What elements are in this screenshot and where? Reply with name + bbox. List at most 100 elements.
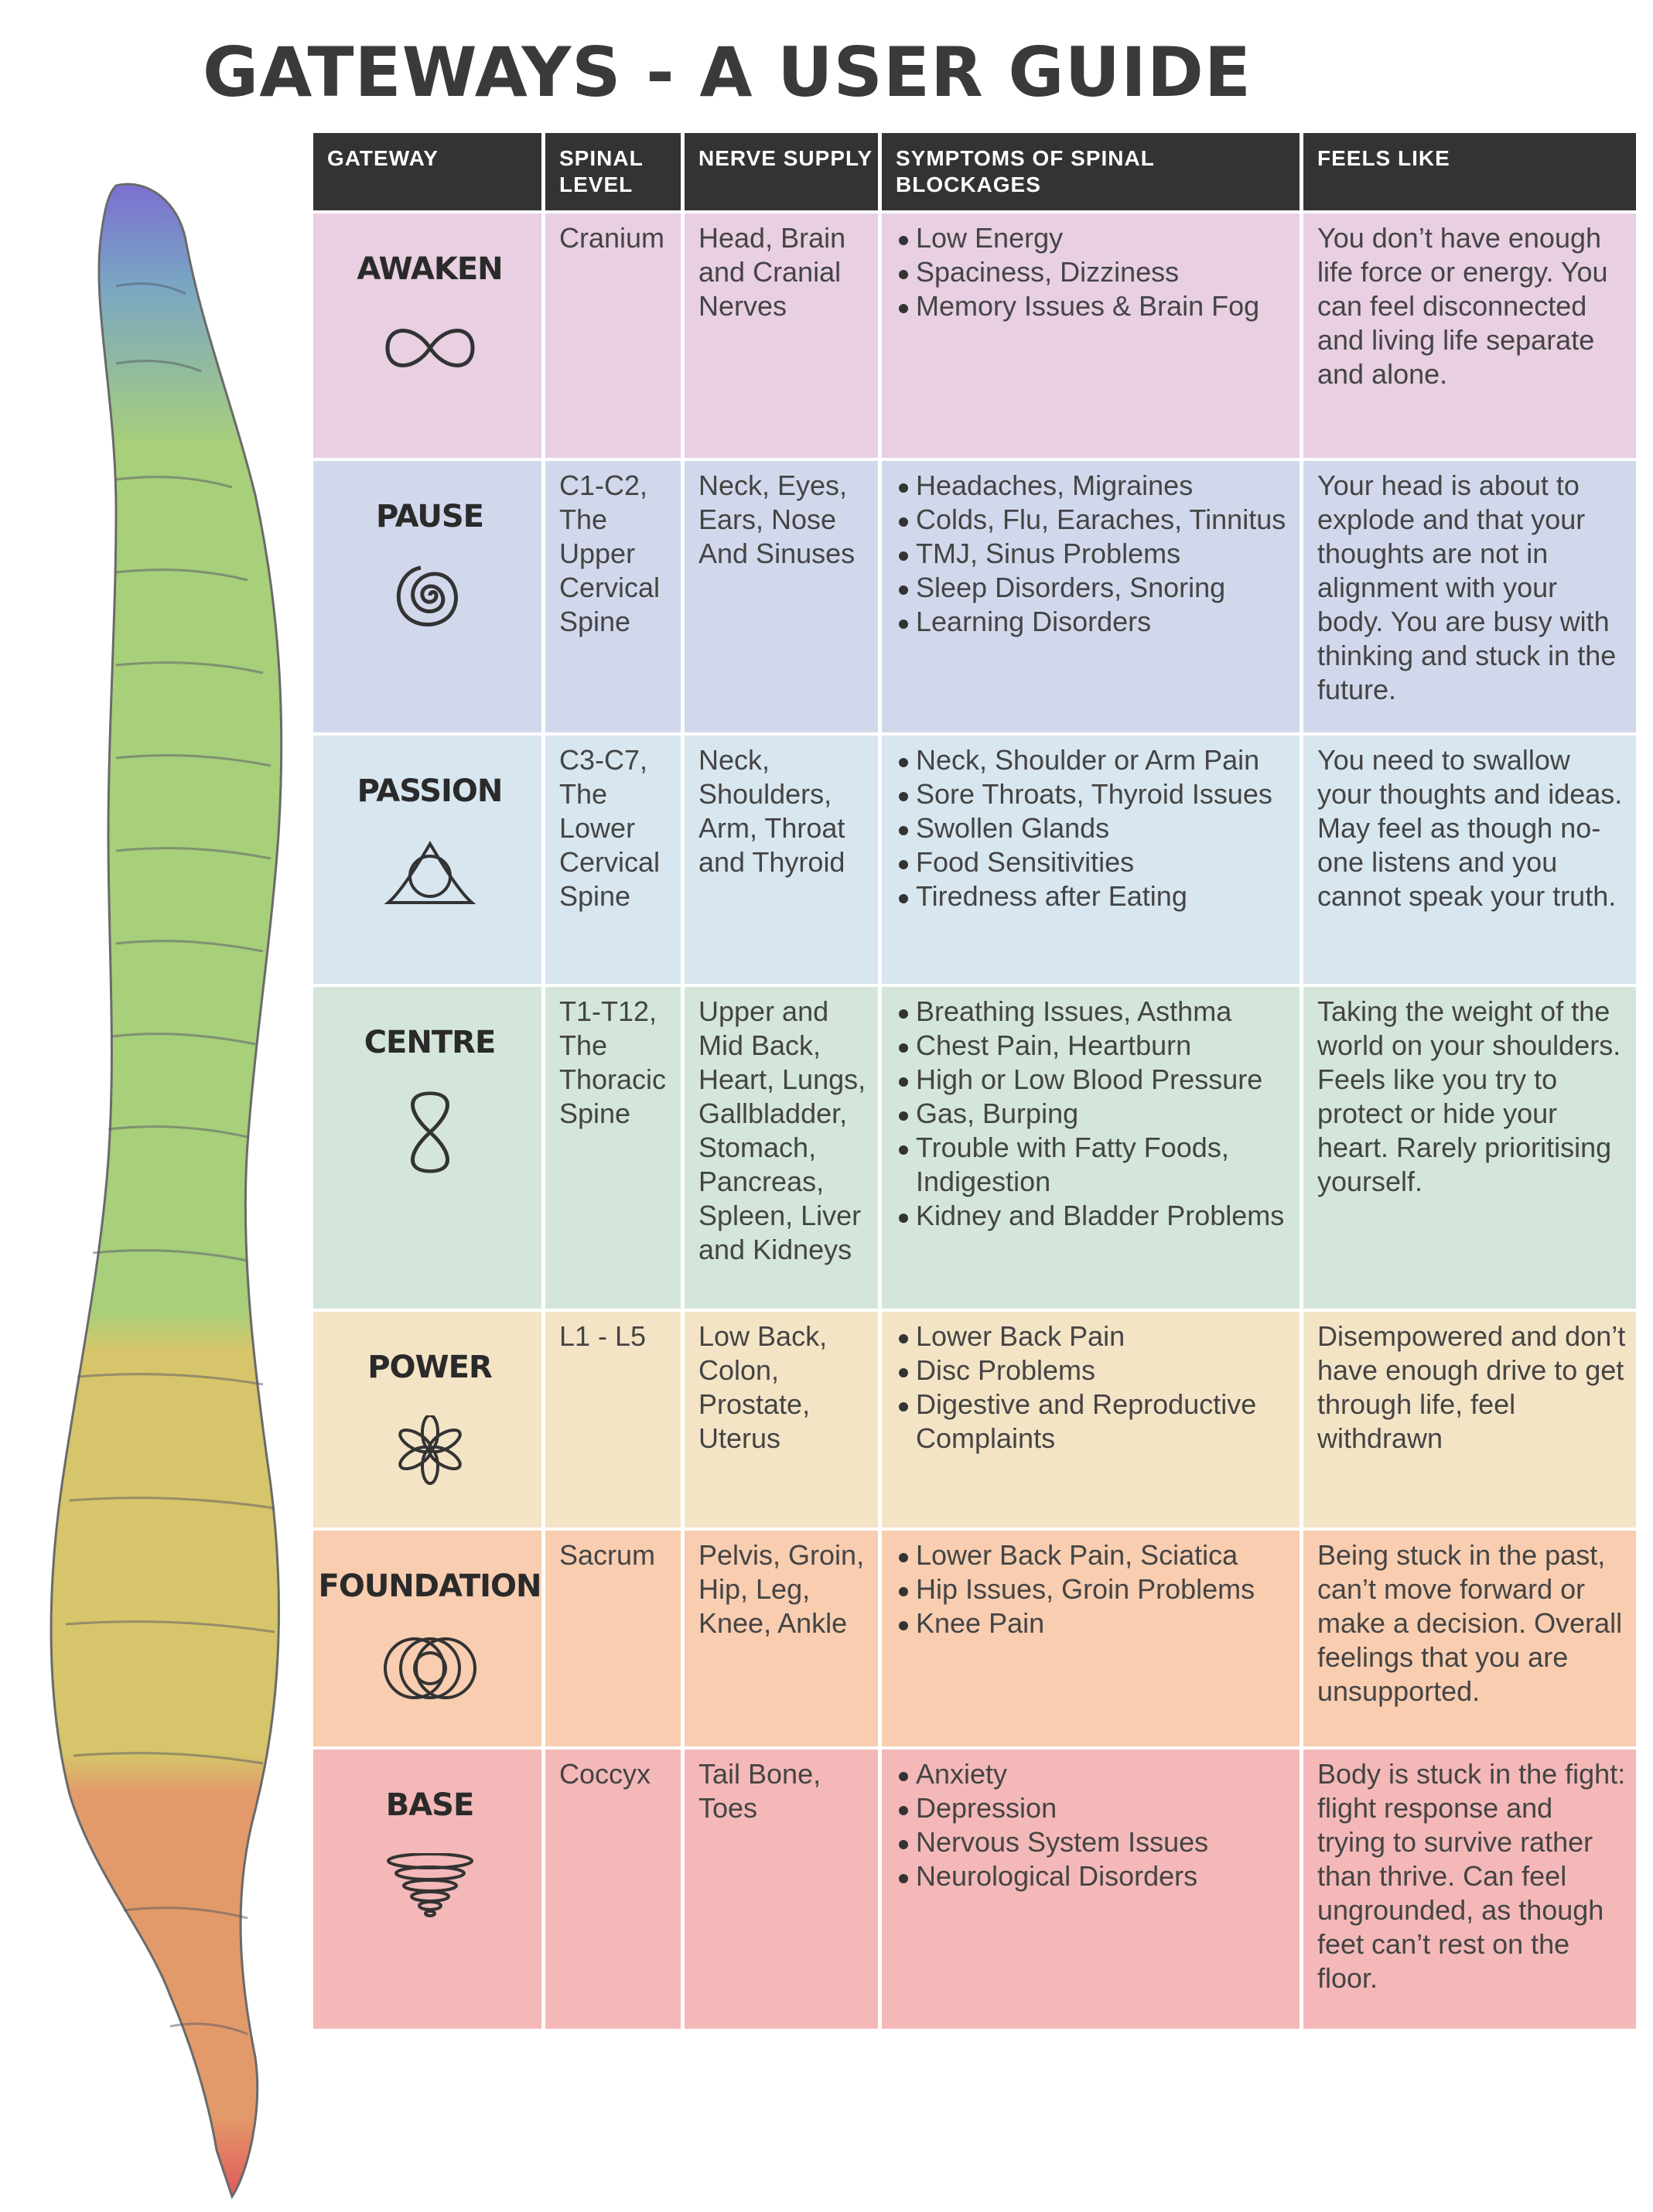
header-gateway: GATEWAY [313,133,545,210]
gateway-name: CENTRE [364,1025,497,1060]
nerve-supply-cell: Low Back, Colon, Prostate, Uterus [685,1312,882,1528]
symptom-item: Gas, Burping [896,1097,1290,1131]
symptom-item: Learning Disorders [896,605,1290,639]
feels-like-cell: Your head is about to explode and that y… [1303,461,1636,732]
nerve-supply-cell: Head, Brain and Cranial Nerves [685,213,882,458]
gateway-name: BASE [385,1787,475,1823]
symptom-item: Swollen Glands [896,811,1290,845]
vortex-icon [386,1853,473,1917]
nerve-supply-cell: Neck, Eyes, Ears, Nose And Sinuses [685,461,882,732]
rings-icon [383,1637,476,1699]
infinity-icon [384,329,475,367]
gateway-cell: CENTRE [313,987,545,1309]
gateway-name: PAUSE [376,499,484,534]
nerve-supply-cell: Neck, Shoulders, Arm, Throat and Thyroid [685,736,882,984]
gateway-cell: PAUSE [313,461,545,732]
symptom-item: Trouble with Fatty Foods, Indigestion [896,1131,1290,1199]
spinal-level-cell: Coccyx [545,1749,685,2029]
header-symptoms: SYMPTOMS OF SPINAL BLOCKAGES [882,133,1303,210]
feels-like-cell: You need to swallow your thoughts and id… [1303,736,1636,984]
header-feels-like: FEELS LIKE [1317,146,1450,170]
gateway-name: POWER [367,1350,493,1385]
triquetra-icon [384,841,476,904]
gateway-name: AWAKEN [357,251,503,287]
spinal-level-cell: L1 - L5 [545,1312,685,1528]
symptom-item: Sleep Disorders, Snoring [896,571,1290,605]
symptom-item: Nervous System Issues [896,1825,1290,1859]
symptom-item: Disc Problems [896,1353,1290,1388]
page-title: GATEWAYS - A USER GUIDE [203,32,1252,112]
symptom-item: Tiredness after Eating [896,879,1290,913]
nerve-supply-cell: Pelvis, Groin, Hip, Leg, Knee, Ankle [685,1531,882,1746]
spinal-level-cell: Cranium [545,213,685,458]
symptom-item: Anxiety [896,1757,1290,1791]
header-nerve-supply: NERVE SUPPLY [685,133,882,210]
gateway-name: PASSION [357,773,504,809]
spinal-level-cell: C3-C7, The Lower Cervical Spine [545,736,685,984]
symptom-item: Memory Issues & Brain Fog [896,289,1290,323]
symptom-item: High or Low Blood Pressure [896,1063,1290,1097]
spinal-level-cell: Sacrum [545,1531,685,1746]
symptom-item: Colds, Flu, Earaches, Tinnitus [896,503,1290,537]
feels-like-cell: You don’t have enough life force or ener… [1303,213,1636,458]
nerve-supply-cell: Upper and Mid Back, Heart, Lungs, Gallbl… [685,987,882,1309]
symptom-item: Low Energy [896,221,1290,255]
gateway-cell: POWER [313,1312,545,1528]
figure-eight-icon [410,1091,449,1173]
symptom-item: Food Sensitivities [896,845,1290,879]
symptom-item: Neurological Disorders [896,1859,1290,1893]
feels-like-cell: Disempowered and don’t have enough drive… [1303,1312,1636,1528]
spiral-icon [396,565,458,626]
spinal-level-cell: C1-C2, The Upper Cervical Spine [545,461,685,732]
symptom-item: Headaches, Migraines [896,469,1290,503]
table-header: GATEWAY SPINAL LEVEL NERVE SUPPLY SYMPTO… [313,133,1636,210]
symptom-item: Kidney and Bladder Problems [896,1199,1290,1233]
gateway-name: FOUNDATION [318,1569,542,1604]
symptom-item: Neck, Shoulder or Arm Pain [896,743,1290,777]
symptom-item: Knee Pain [896,1606,1290,1640]
symptom-item: Sore Throats, Thyroid Issues [896,777,1290,811]
gateway-cell: BASE [313,1749,545,2029]
feels-like-cell: Body is stuck in the fight: flight respo… [1303,1749,1636,2029]
flower-icon [398,1415,462,1485]
gateway-cell: PASSION [313,736,545,984]
symptom-item: Hip Issues, Groin Problems [896,1572,1290,1606]
symptom-item: Breathing Issues, Asthma [896,995,1290,1029]
symptom-item: Chest Pain, Heartburn [896,1029,1290,1063]
gateway-cell: AWAKEN [313,213,545,458]
nerve-supply-cell: Tail Bone, Toes [685,1749,882,2029]
symptom-item: Digestive and Reproductive Complaints [896,1388,1290,1456]
feels-like-cell: Taking the weight of the world on your s… [1303,987,1636,1309]
symptom-item: Depression [896,1791,1290,1825]
header-spinal-level: SPINAL LEVEL [545,133,685,210]
symptom-item: Lower Back Pain, Sciatica [896,1538,1290,1572]
gateway-cell: FOUNDATION [313,1531,545,1746]
symptom-item: Spaciness, Dizziness [896,255,1290,289]
symptom-item: Lower Back Pain [896,1319,1290,1353]
feels-like-cell: Being stuck in the past, can’t move forw… [1303,1531,1636,1746]
spine-illustration [50,183,283,2200]
gateways-table: GATEWAY SPINAL LEVEL NERVE SUPPLY SYMPTO… [313,133,1636,2029]
symptom-item: TMJ, Sinus Problems [896,537,1290,571]
